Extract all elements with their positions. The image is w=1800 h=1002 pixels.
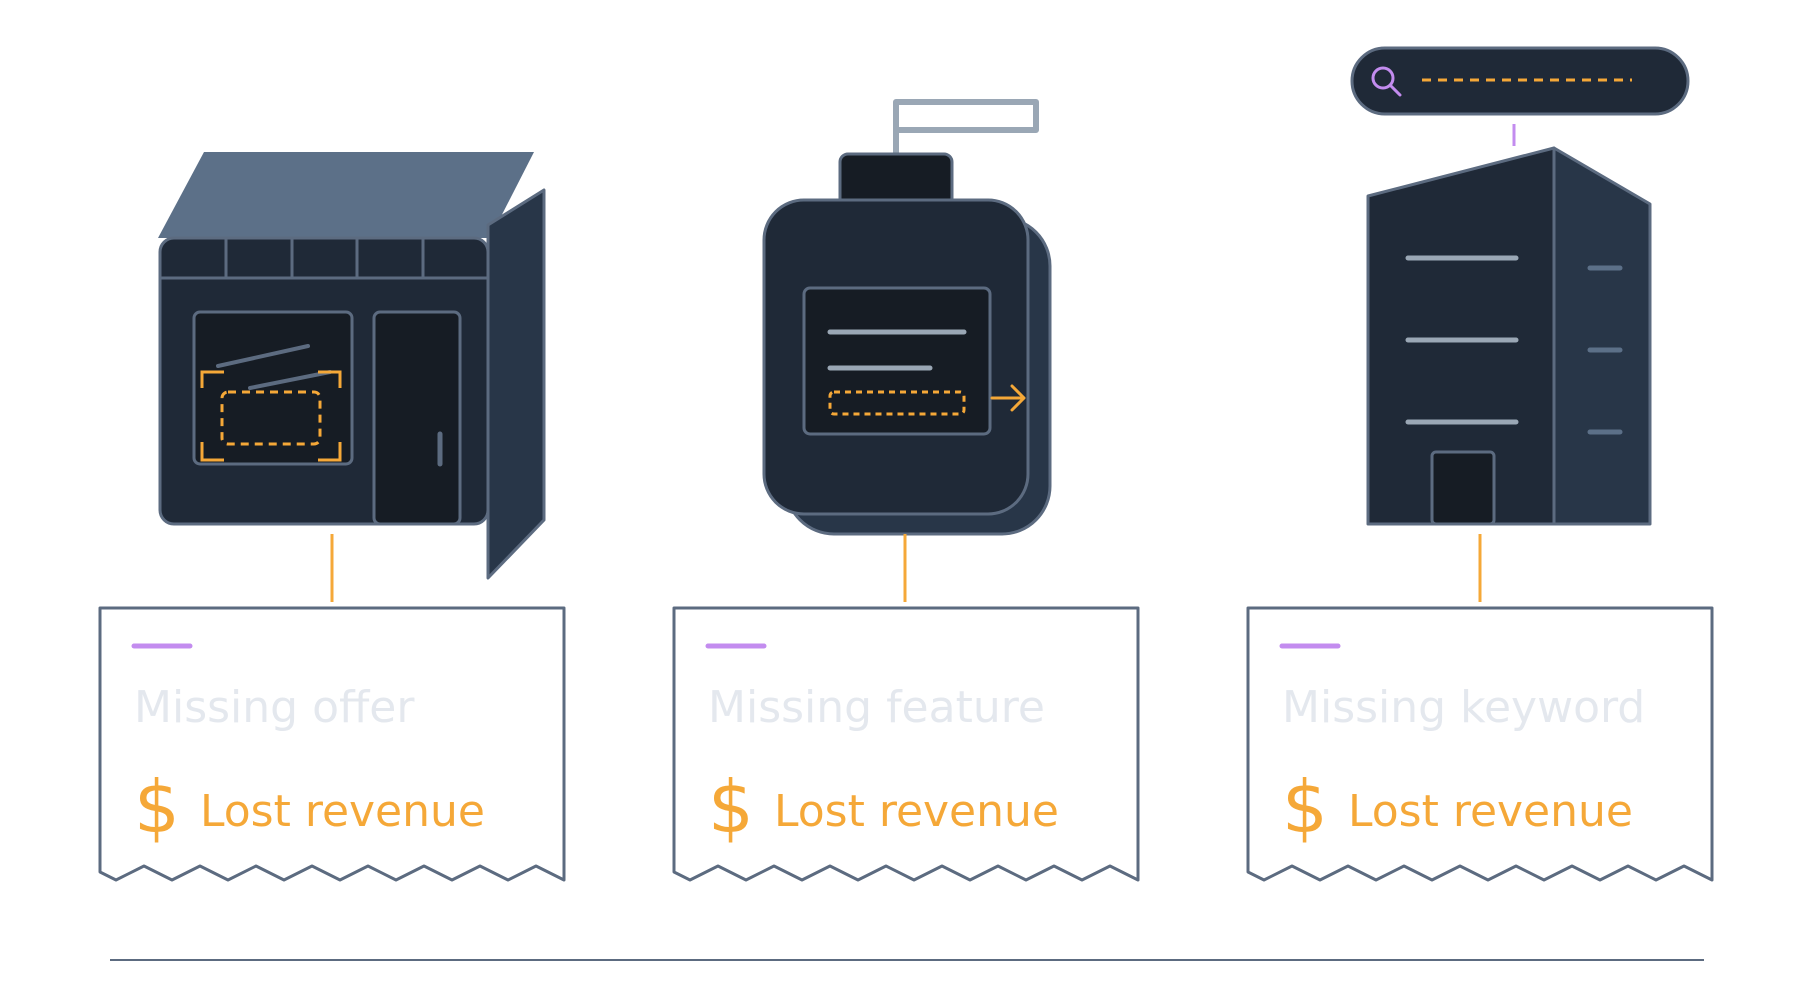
receipt-card: Missing feature $ Lost revenue	[672, 606, 1140, 882]
arrow-right-icon	[990, 384, 1026, 412]
receipt-outline	[672, 606, 1140, 882]
dollar-icon: $	[134, 765, 180, 849]
building-door	[1430, 450, 1496, 526]
store-window	[192, 310, 354, 466]
search-icon	[1371, 66, 1402, 97]
receipt-card: Missing offer $ Lost revenue	[98, 606, 566, 882]
building-side	[1552, 146, 1652, 526]
card-title: Missing feature	[708, 682, 1045, 733]
card-title: Missing offer	[134, 682, 415, 733]
dispenser-bottle-icon	[762, 99, 1052, 536]
store-door	[372, 310, 462, 526]
building-front	[1366, 146, 1556, 526]
pump-nozzle	[893, 99, 1039, 156]
receipt-outline	[1246, 606, 1714, 882]
receipt-outline	[98, 606, 566, 882]
storefront-icon	[158, 152, 546, 580]
scan-bracket-icon	[200, 370, 342, 462]
dollar-icon: $	[708, 765, 754, 849]
lost-revenue-label: Lost revenue	[774, 786, 1059, 837]
dollar-icon: $	[1282, 765, 1328, 849]
lost-revenue-label: Lost revenue	[200, 786, 485, 837]
office-building-icon	[1366, 146, 1652, 526]
bottle-label	[802, 286, 992, 436]
card-title: Missing keyword	[1282, 682, 1645, 733]
missing-offer-placeholder	[220, 390, 322, 446]
receipt-card: Missing keyword $ Lost revenue	[1246, 606, 1714, 882]
bottle-cap	[838, 152, 954, 208]
lost-revenue-label: Lost revenue	[1348, 786, 1633, 837]
search-bar	[1350, 46, 1690, 116]
store-awning	[158, 152, 534, 238]
store-side-door	[486, 188, 546, 580]
missing-feature-placeholder	[828, 390, 966, 416]
